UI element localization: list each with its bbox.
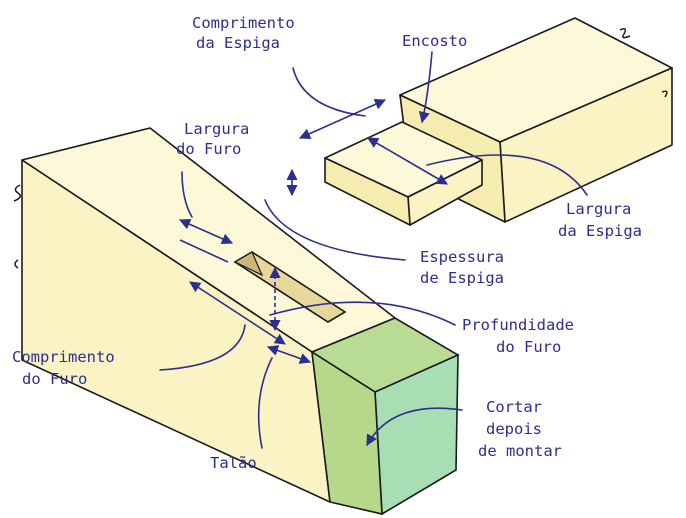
leader-comprimento-espiga <box>292 67 366 117</box>
dim-largura-furo <box>178 218 234 245</box>
leader-espessura-espiga <box>264 199 406 261</box>
leader-talao <box>257 357 273 449</box>
label-comprimento-espiga-1: Comprimento <box>192 14 295 32</box>
leader-cortar <box>366 407 463 446</box>
leader-largura-espiga <box>426 154 588 196</box>
tenon-grain-mark <box>661 90 668 98</box>
label-largura-furo-2: do Furo <box>176 140 241 158</box>
label-cortar-1: Cortar <box>486 398 542 416</box>
label-cortar-3: de montar <box>478 442 562 460</box>
dim-talao <box>266 345 312 364</box>
dim-largura-furo-ext <box>179 239 229 263</box>
label-comprimento-furo-2: do Furo <box>22 370 87 388</box>
label-espessura-espiga-1: Espessura <box>420 248 504 266</box>
mortise-grain-mark <box>13 184 21 202</box>
label-largura-espiga-2: da Espiga <box>558 222 642 240</box>
tenon-grain-mark <box>619 27 631 39</box>
leader-encosto <box>418 51 433 124</box>
leader-comprimento-furo <box>159 324 246 371</box>
label-largura-espiga-1: Largura <box>566 200 631 218</box>
mortise-grain-mark <box>14 259 19 269</box>
dimension-lines <box>159 51 588 449</box>
label-encosto: Encosto <box>402 32 467 50</box>
leader-profundidade-furo <box>269 301 456 326</box>
label-talao: Talão <box>210 454 257 472</box>
label-largura-furo-1: Largura <box>184 120 249 138</box>
label-profundidade-furo-1: Profundidade <box>462 316 574 334</box>
dim-largura-espiga <box>367 137 448 185</box>
leader-largura-furo <box>181 171 193 218</box>
dim-comprimento-espiga <box>298 99 387 139</box>
cut-zone-end <box>311 350 383 516</box>
tenon-piece <box>324 17 673 226</box>
label-profundidade-furo-2: do Furo <box>496 338 561 356</box>
mortise-hole-shadow <box>233 251 264 277</box>
label-espessura-espiga-2: de Espiga <box>420 269 504 287</box>
dim-comprimento-furo <box>189 281 286 345</box>
label-comprimento-espiga-2: da Espiga <box>196 34 280 52</box>
label-cortar-2: depois <box>486 420 542 438</box>
label-comprimento-furo-1: Comprimento <box>12 348 115 366</box>
labels: Comprimento da Espiga Encosto Largura do… <box>12 14 642 472</box>
